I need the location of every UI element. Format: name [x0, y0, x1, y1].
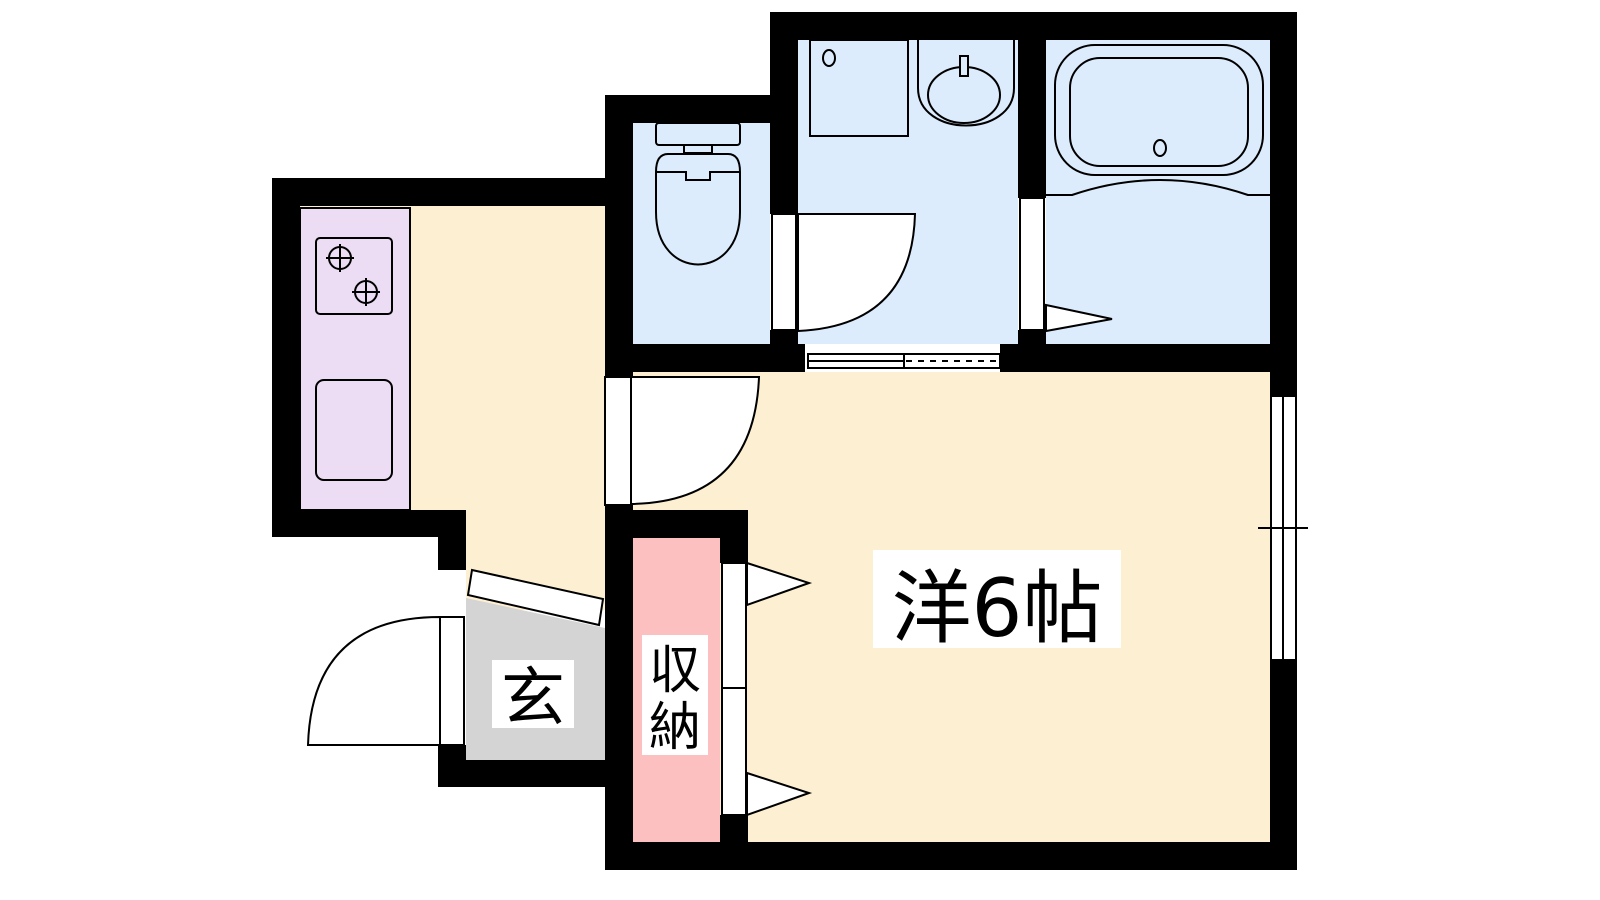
storage-label-1: 収 — [649, 641, 701, 701]
entrance-door[interactable] — [306, 615, 441, 746]
western-room-label: 洋6帖 — [892, 562, 1103, 655]
bath-door[interactable] — [1045, 303, 1113, 333]
walls — [272, 12, 1297, 870]
entrance-label: 玄 — [501, 662, 565, 736]
toilet-door-frame — [604, 376, 632, 506]
washbasin-icon — [917, 40, 1015, 127]
room-door[interactable] — [630, 376, 761, 506]
washing-machine-icon — [809, 39, 909, 137]
storage-label-2: 納 — [649, 698, 701, 758]
storage-door-bottom[interactable] — [746, 771, 813, 817]
stove-icon — [315, 237, 393, 315]
washroom-door[interactable] — [797, 213, 917, 333]
toilet-icon — [654, 122, 742, 266]
toilet-floor — [632, 123, 770, 344]
step-edge — [466, 568, 605, 627]
sink-icon — [315, 379, 393, 481]
storage-door-top[interactable] — [746, 561, 813, 607]
bathtub-icon — [1046, 44, 1270, 196]
